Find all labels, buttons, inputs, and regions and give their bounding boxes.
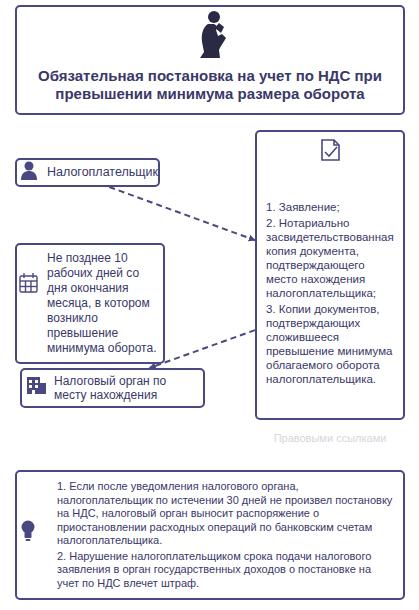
documents-box: 1. Заявление; 2. Нотариально засвидетельс…: [255, 130, 405, 420]
bulb-icon: [22, 521, 35, 542]
note-box: 1. Если после уведомления налогового орг…: [15, 470, 405, 600]
calendar-icon: [20, 273, 37, 292]
actor-box: Налогоплательщик: [15, 158, 160, 187]
building-icon: [27, 377, 46, 394]
node-text: Налоговый орган по месту нахождения: [54, 374, 197, 402]
node-text: Налогоплательщик: [47, 165, 152, 180]
node-text: Не позднее 10 рабочих дней со дня оконча…: [47, 251, 158, 356]
node-text: 3. Копии документов, подтверждающих слож…: [266, 302, 397, 386]
node-text: 2. Нотариально засвидетельствованная коп…: [266, 216, 397, 300]
document-icon: [322, 140, 339, 160]
dashed-arrow: [150, 330, 256, 368]
watermark: Правовыми ссылками: [255, 432, 405, 444]
authority-box: Налоговый орган по месту нахождения: [20, 368, 205, 408]
thinker-icon: [200, 11, 226, 58]
node-text: 1. Если после уведомления налогового орг…: [57, 480, 395, 548]
person-icon: [21, 162, 37, 181]
node-text: 2. Нарушение налогоплательщиком срока по…: [57, 550, 395, 591]
dashed-arrow: [109, 187, 255, 240]
node-text: 1. Заявление;: [266, 200, 397, 214]
deadline-box: Не позднее 10 рабочих дней со дня оконча…: [15, 243, 165, 364]
title: Обязательная постановка на учет по НДС п…: [15, 5, 405, 115]
